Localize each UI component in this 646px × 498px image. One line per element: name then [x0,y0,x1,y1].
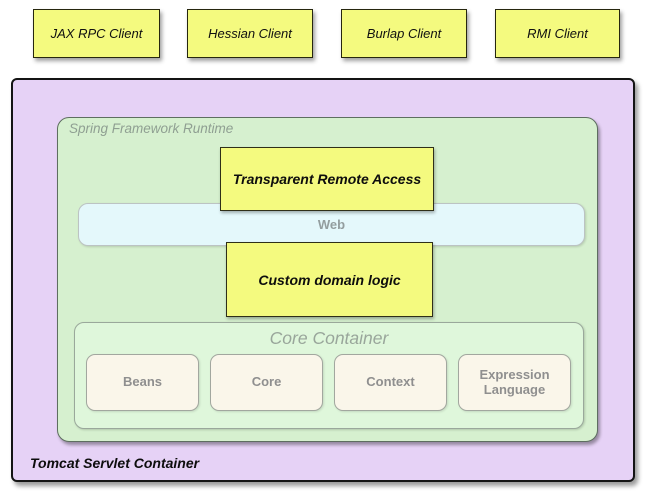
client-label: Burlap Client [366,26,442,41]
custom-domain-logic-box: Custom domain logic [226,242,433,317]
core-container: Core Container Beans Core Context Expres… [74,322,584,429]
module-box-context: Context [334,354,447,411]
client-box-rmi: RMI Client [495,9,620,58]
module-label: Beans [122,374,163,390]
tomcat-container-label: Tomcat Servlet Container [30,455,200,471]
module-box-core: Core [210,354,323,411]
client-label: Hessian Client [208,26,292,41]
module-box-expression-language: Expression Language [458,354,571,411]
web-layer-label: Web [317,217,346,232]
spring-runtime-label: Spring Framework Runtime [69,121,234,136]
core-modules-row: Beans Core Context Expression Language [86,354,571,411]
custom-domain-logic-label: Custom domain logic [258,271,401,288]
transparent-remote-access-box: Transparent Remote Access [220,147,434,211]
module-label: Expression Language [479,366,550,397]
module-label: Core [251,374,282,390]
client-box-hessian: Hessian Client [187,9,313,58]
core-container-label: Core Container [269,328,389,348]
client-label: JAX RPC Client [50,26,143,41]
client-box-jax-rpc: JAX RPC Client [33,9,160,58]
module-label: Context [366,374,415,390]
client-box-burlap: Burlap Client [341,9,467,58]
module-box-beans: Beans [86,354,199,411]
client-label: RMI Client [527,26,588,41]
transparent-remote-access-label: Transparent Remote Access [232,171,422,187]
